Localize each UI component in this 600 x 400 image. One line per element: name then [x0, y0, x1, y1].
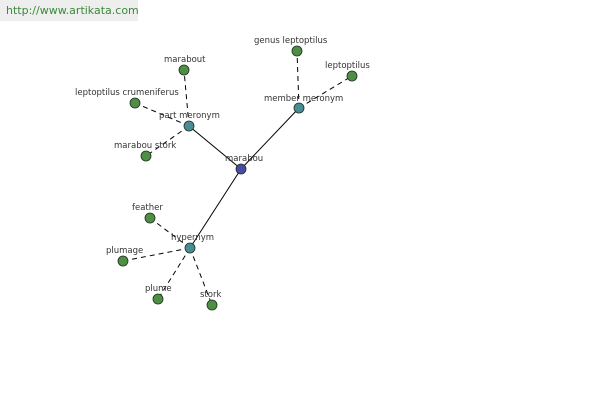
node-label-marabou[interactable]: marabou [225, 154, 263, 164]
edge-hypernym-to-stork [189, 247, 213, 306]
edge-marabou-to-hypernym [189, 168, 242, 249]
node-genus-leptoptilus[interactable] [291, 45, 303, 57]
edge-hypernym-to-plume [157, 247, 191, 300]
edge-hypernym-to-plumage [122, 247, 191, 262]
node-label-marabout[interactable]: marabout [164, 55, 206, 65]
node-plumage[interactable] [117, 255, 129, 267]
node-stork[interactable] [206, 299, 218, 311]
node-hypernym[interactable] [184, 242, 196, 254]
edge-member-meronym-to-leptoptilus [298, 75, 353, 109]
watermark-url[interactable]: http://www.artikata.com [0, 0, 139, 21]
node-label-stork[interactable]: stork [200, 290, 221, 300]
node-label-leptoptilus-crumeniferus[interactable]: leptoptilus crumeniferus [75, 88, 179, 98]
node-label-leptoptilus[interactable]: leptoptilus [325, 61, 370, 71]
node-marabout[interactable] [178, 64, 190, 76]
node-part-meronym[interactable] [183, 120, 195, 132]
node-label-plume[interactable]: plume [145, 284, 172, 294]
node-leptoptilus[interactable] [346, 70, 358, 82]
node-plume[interactable] [152, 293, 164, 305]
edge-marabou-to-member-meronym [240, 107, 300, 170]
node-member-meronym[interactable] [293, 102, 305, 114]
nodes-layer [117, 45, 358, 311]
edge-part-meronym-to-leptoptilus-crumeniferus [134, 102, 190, 127]
node-label-plumage[interactable]: plumage [106, 246, 143, 256]
node-label-hypernym[interactable]: hypernym [171, 233, 214, 243]
node-label-part-meronym[interactable]: part meronym [159, 111, 220, 121]
node-feather[interactable] [144, 212, 156, 224]
node-label-feather[interactable]: feather [132, 203, 163, 213]
node-marabou[interactable] [235, 163, 247, 175]
node-marabou-stork[interactable] [140, 150, 152, 162]
node-leptoptilus-crumeniferus[interactable] [129, 97, 141, 109]
node-label-marabou-stork[interactable]: marabou stork [114, 141, 176, 151]
node-label-member-meronym[interactable]: member meronym [264, 94, 343, 104]
edges-layer [122, 50, 353, 306]
edge-member-meronym-to-genus-leptoptilus [296, 50, 300, 109]
labels-layer: marabou part meronym member meronym hyperny… [75, 36, 370, 300]
edge-marabou-to-part-meronym [188, 125, 242, 170]
edge-part-meronym-to-marabout [183, 69, 190, 127]
node-label-genus-leptoptilus[interactable]: genus leptoptilus [254, 36, 328, 46]
